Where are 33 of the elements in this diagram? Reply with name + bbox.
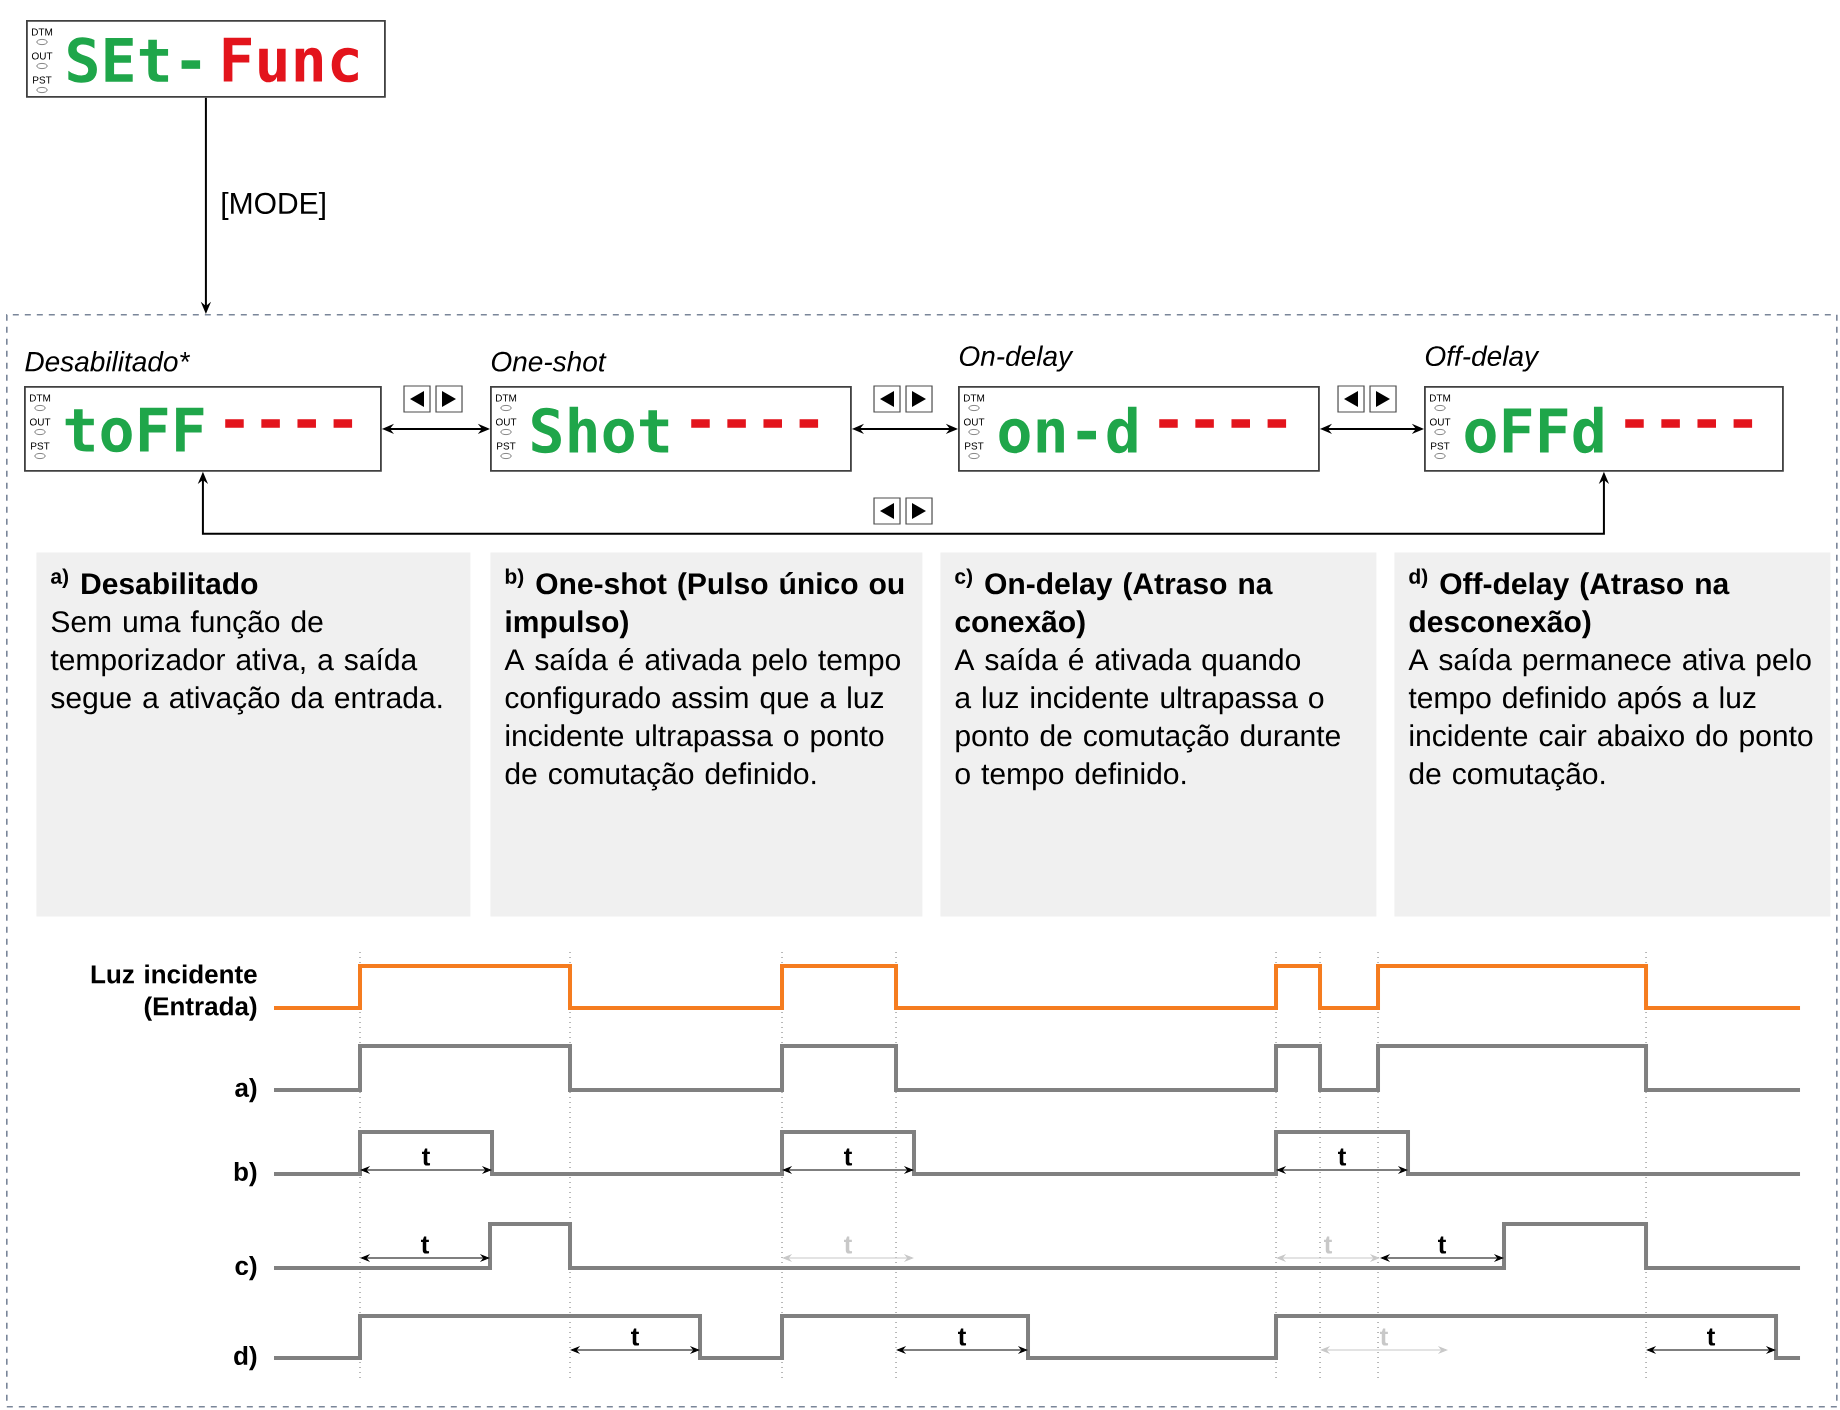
time-label: t — [1707, 1328, 1716, 1346]
mode-heading: One-shot — [491, 351, 607, 372]
description-card: $^{d)}$ Off-delay (Atraso na desconexão) A saída permanece ativa pelo tempo definido após a luz incidente cair abaixo do ponto de comutação. — [1394, 552, 1831, 917]
time-label: t — [1338, 1148, 1347, 1166]
description-card: $^{c)}$ On-delay (Atraso na conexão) A saída é ativada quando a luz incidente ultrapassa o ponto de comutação durante o tempo definido. — [940, 552, 1377, 917]
mode-heading: Off-delay — [1425, 345, 1540, 372]
segment-dashes: ---- — [225, 419, 353, 428]
edge-label: [MODE] — [218, 189, 329, 222]
signal-label: b) — [234, 1161, 257, 1187]
segment-dashes: Func — [223, 37, 358, 83]
time-label: t — [844, 1148, 853, 1166]
mode-heading: On-delay — [959, 345, 1074, 372]
time-label: t — [1438, 1236, 1447, 1254]
signal-label: a) — [235, 1077, 257, 1103]
segment-digits: on-d — [999, 406, 1137, 454]
signal-label: c) — [235, 1255, 257, 1281]
time-label: t — [421, 1236, 429, 1254]
segment-digits: toFF — [65, 407, 204, 453]
mode-heading: Desabilitado* — [25, 351, 191, 372]
description-card: $^{b)}$ One-shot (Pulso único ou impulso) A saída é ativada pelo tempo configurado assim que a luz incidente ultrapassa o ponto de comutação definido. — [490, 552, 923, 917]
description-card: $^{a)}$ Desabilitado Sem uma função de temporizador ativa, a saída segue a ativação da entrada. — [36, 552, 471, 917]
time-label: t — [422, 1148, 430, 1166]
segment-dashes: ---- — [1625, 419, 1753, 428]
signal-label: d) — [234, 1345, 257, 1371]
time-label: t — [631, 1328, 640, 1346]
time-label: t — [958, 1328, 967, 1346]
segment-dashes: ---- — [1159, 419, 1287, 428]
segment-digits: SEt- — [68, 37, 201, 83]
segment-digits: oFFd — [1465, 406, 1603, 454]
signal-label: Luz incidente (Entrada) — [91, 964, 257, 1021]
dashed-frame — [6, 314, 1838, 1408]
segment-dashes: ---- — [691, 419, 819, 428]
segment-digits: Shot — [532, 406, 669, 454]
